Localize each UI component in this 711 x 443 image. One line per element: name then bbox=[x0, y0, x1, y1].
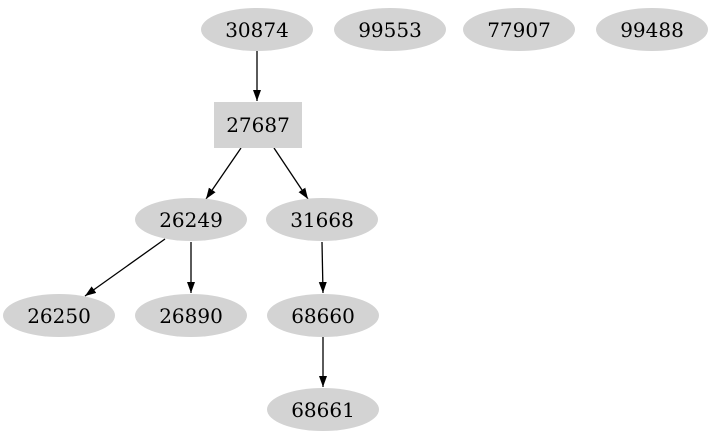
node-27687: 27687 bbox=[214, 102, 302, 148]
edge-31668-68660 bbox=[318, 241, 327, 294]
node-30874: 30874 bbox=[201, 8, 313, 51]
edge-27687-26249 bbox=[205, 147, 242, 200]
node-26250: 26250 bbox=[3, 294, 115, 337]
node-99488: 99488 bbox=[596, 8, 708, 51]
node-26249: 26249 bbox=[135, 198, 247, 241]
node-31668: 31668 bbox=[266, 198, 378, 241]
edge-27687-31668 bbox=[273, 147, 309, 200]
node-68660: 68660 bbox=[267, 294, 379, 337]
node-99553: 99553 bbox=[334, 8, 446, 51]
node-68661: 68661 bbox=[267, 388, 379, 431]
edge-26249-26250 bbox=[84, 238, 166, 297]
node-77907: 77907 bbox=[463, 8, 575, 51]
node-26890: 26890 bbox=[135, 294, 247, 337]
